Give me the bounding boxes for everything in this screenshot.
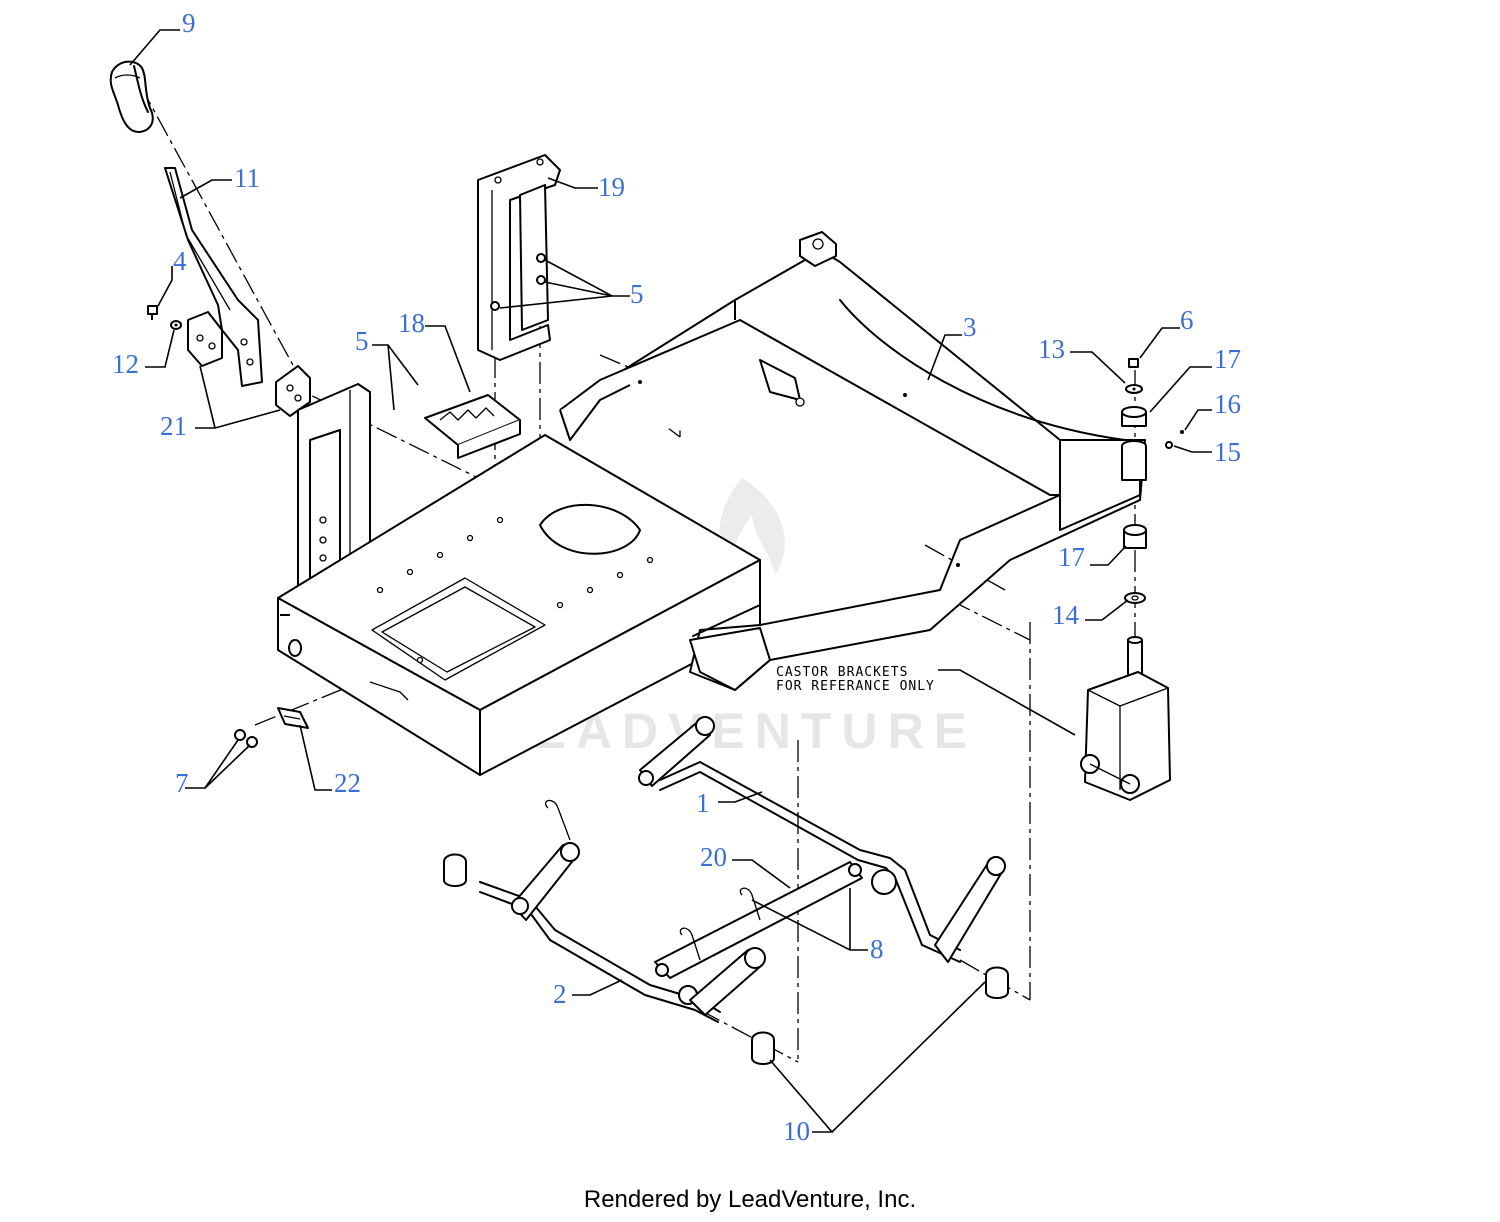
castor-spindle-hardware bbox=[1121, 358, 1184, 604]
part-11-lever-arm bbox=[164, 167, 263, 387]
callout-18: 18 bbox=[398, 308, 425, 338]
part-19-bracket bbox=[477, 154, 561, 361]
callout-9: 9 bbox=[182, 8, 196, 38]
part-1-lift-rod bbox=[638, 716, 1009, 999]
callout-20: 20 bbox=[700, 842, 727, 872]
callout-1: 1 bbox=[696, 788, 710, 818]
main-deck-plate bbox=[277, 434, 761, 776]
watermark-flame-icon bbox=[719, 478, 785, 575]
castor-note: CASTOR BRACKETS FOR REFERANCE ONLY bbox=[776, 665, 935, 694]
part-2-lift-rod bbox=[443, 799, 775, 1065]
castor-bracket-reference bbox=[1080, 636, 1171, 801]
part-20-link-plate bbox=[654, 861, 863, 1016]
part-21-brackets bbox=[187, 311, 311, 417]
callout-3: 3 bbox=[963, 312, 977, 342]
callout-17-bottom: 17 bbox=[1058, 542, 1085, 572]
footer-credit: Rendered by LeadVenture, Inc. bbox=[583, 1186, 917, 1213]
callout-15: 15 bbox=[1214, 437, 1241, 467]
callout-5-top: 5 bbox=[630, 279, 644, 309]
callout-17-top: 17 bbox=[1214, 344, 1241, 374]
callout-12: 12 bbox=[112, 349, 139, 379]
leader-lines bbox=[129, 29, 1212, 1133]
part-22-7-hardware bbox=[234, 707, 309, 748]
callout-5-left: 5 bbox=[355, 326, 369, 356]
part-3-main-frame bbox=[559, 231, 1146, 691]
callout-8: 8 bbox=[870, 934, 884, 964]
note-line-2: FOR REFERANCE ONLY bbox=[776, 679, 935, 694]
callout-11: 11 bbox=[234, 163, 260, 193]
callout-19: 19 bbox=[598, 172, 625, 202]
callout-7: 7 bbox=[175, 768, 189, 798]
callouts: 9 11 4 12 21 19 5 18 5 3 6 13 17 16 15 1… bbox=[112, 8, 1241, 1146]
hardware-4-12 bbox=[147, 305, 182, 330]
callout-6: 6 bbox=[1180, 305, 1194, 335]
callout-13: 13 bbox=[1038, 334, 1065, 364]
callout-2: 2 bbox=[553, 979, 567, 1009]
part-18-plate bbox=[424, 394, 521, 459]
callout-22: 22 bbox=[334, 768, 361, 798]
part-9-handle-grip bbox=[109, 60, 154, 134]
callout-21: 21 bbox=[160, 411, 187, 441]
callout-4: 4 bbox=[173, 246, 187, 276]
callout-10: 10 bbox=[783, 1116, 810, 1146]
callout-16: 16 bbox=[1214, 389, 1241, 419]
note-line-1: CASTOR BRACKETS bbox=[776, 665, 908, 680]
callout-14: 14 bbox=[1052, 600, 1080, 630]
